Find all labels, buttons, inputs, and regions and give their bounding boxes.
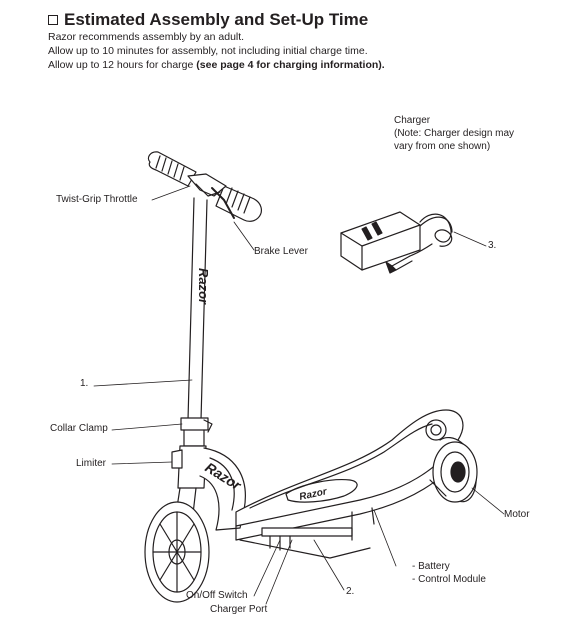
- stem-logo: Razor: [196, 268, 211, 305]
- charging-info-reference: (see page 4 for charging information).: [196, 59, 385, 71]
- collar-clamp-label: Collar Clamp: [50, 423, 108, 434]
- intro-line-charge-time: Allow up to 12 hours for charge (see pag…: [48, 59, 385, 71]
- limiter-label: Limiter: [76, 458, 107, 469]
- rear-wheel-illustration: [429, 436, 478, 503]
- callout-number-3: 3.: [488, 240, 497, 251]
- callout-number-2: 2.: [346, 586, 355, 597]
- charger-illustration: [340, 211, 453, 274]
- leader-lines: [93, 185, 505, 605]
- section-title: Estimated Assembly and Set-Up Time: [64, 10, 369, 29]
- checkbox-square-icon: [48, 15, 58, 25]
- charger-note-line1: (Note: Charger design may: [394, 128, 515, 139]
- callout-number-1: 1.: [80, 378, 89, 389]
- charger-port-label: Charger Port: [210, 604, 268, 615]
- brake-lever-label: Brake Lever: [254, 246, 308, 257]
- deck-illustration: [235, 409, 464, 559]
- control-module-label: - Control Module: [412, 574, 486, 585]
- charge-time-text: Allow up to 12 hours for charge: [48, 59, 197, 71]
- charger-label: Charger: [394, 115, 431, 126]
- twist-grip-throttle-label: Twist-Grip Throttle: [56, 194, 138, 205]
- front-wheel-illustration: [144, 487, 210, 603]
- battery-label: - Battery: [412, 561, 450, 572]
- charger-note-line2: vary from one shown): [394, 141, 491, 152]
- on-off-switch-label: On/Off Switch: [186, 590, 248, 601]
- section-heading: Estimated Assembly and Set-Up Time: [48, 10, 368, 30]
- intro-line-adult: Razor recommends assembly by an adult.: [48, 31, 245, 43]
- intro-line-assembly-time: Allow up to 10 minutes for assembly, not…: [48, 45, 368, 57]
- handlebar-illustration: [147, 151, 262, 489]
- motor-label: Motor: [504, 509, 530, 520]
